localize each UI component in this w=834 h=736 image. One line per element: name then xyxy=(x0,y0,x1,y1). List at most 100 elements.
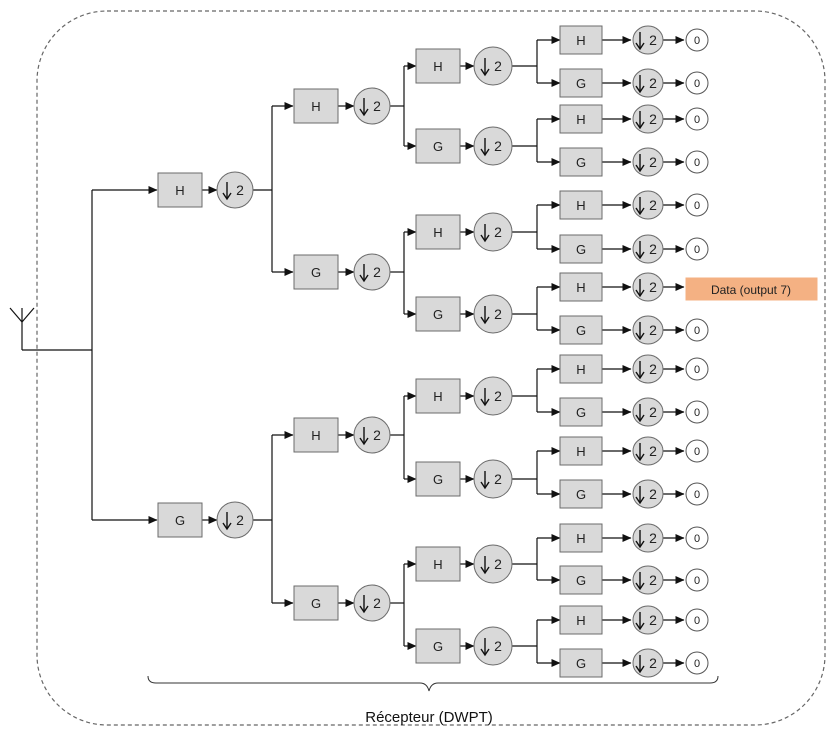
svg-text:0: 0 xyxy=(694,658,700,670)
g-filter-box: G xyxy=(415,628,461,664)
downsample-factor: 2 xyxy=(494,306,502,322)
g-filter-box: G xyxy=(559,315,603,345)
downsample-factor: 2 xyxy=(494,138,502,154)
downsample-circle: 2 xyxy=(632,104,664,134)
filter-label: H xyxy=(576,198,585,213)
filter-label: H xyxy=(433,557,442,572)
downsample-circle: 2 xyxy=(632,605,664,635)
data-output-box: Data (output 7) xyxy=(685,277,818,301)
h-filter-box: H xyxy=(559,523,603,553)
h-filter-box: H xyxy=(157,172,203,208)
svg-text:0: 0 xyxy=(694,533,700,545)
filter-label: H xyxy=(175,183,184,198)
data-output-label: Data (output 7) xyxy=(711,283,791,297)
zero-output: 0 xyxy=(685,150,709,174)
filter-label: H xyxy=(576,112,585,127)
downsample-circle: 2 xyxy=(473,544,513,584)
downsample-factor: 2 xyxy=(649,443,657,459)
downsample-factor: 2 xyxy=(494,471,502,487)
g-filter-box: G xyxy=(559,648,603,678)
svg-text:0: 0 xyxy=(694,364,700,376)
downsample-circle: 2 xyxy=(632,436,664,466)
g-filter-box: G xyxy=(293,254,339,290)
svg-text:0: 0 xyxy=(694,78,700,90)
downsample-factor: 2 xyxy=(373,595,381,611)
downsample-circle: 2 xyxy=(473,46,513,86)
filter-label: H xyxy=(576,444,585,459)
downsample-circle: 2 xyxy=(632,190,664,220)
g-filter-box: G xyxy=(415,296,461,332)
downsample-circle: 2 xyxy=(632,25,664,55)
downsample-factor: 2 xyxy=(649,111,657,127)
filter-label: G xyxy=(576,405,586,420)
filter-label: H xyxy=(311,99,320,114)
g-filter-box: G xyxy=(559,397,603,427)
zero-output: 0 xyxy=(685,193,709,217)
downsample-factor: 2 xyxy=(649,612,657,628)
downsample-circle: 2 xyxy=(632,565,664,595)
downsample-factor: 2 xyxy=(649,154,657,170)
g-filter-box: G xyxy=(559,565,603,595)
downsample-factor: 2 xyxy=(494,388,502,404)
zero-output: 0 xyxy=(685,608,709,632)
downsample-circle: 2 xyxy=(632,479,664,509)
downsample-circle: 2 xyxy=(632,397,664,427)
downsample-circle: 2 xyxy=(632,648,664,678)
svg-text:0: 0 xyxy=(694,244,700,256)
filter-label: G xyxy=(576,242,586,257)
downsample-circle: 2 xyxy=(353,87,391,125)
zero-output: 0 xyxy=(685,439,709,463)
svg-text:0: 0 xyxy=(694,615,700,627)
g-filter-box: G xyxy=(293,585,339,621)
downsample-factor: 2 xyxy=(649,241,657,257)
downsample-factor: 2 xyxy=(649,279,657,295)
g-filter-box: G xyxy=(559,68,603,98)
filter-label: G xyxy=(576,573,586,588)
svg-text:0: 0 xyxy=(694,446,700,458)
downsample-circle: 2 xyxy=(632,523,664,553)
h-filter-box: H xyxy=(415,214,461,250)
downsample-factor: 2 xyxy=(236,512,244,528)
downsample-circle: 2 xyxy=(473,376,513,416)
downsample-factor: 2 xyxy=(649,572,657,588)
zero-output: 0 xyxy=(685,107,709,131)
downsample-factor: 2 xyxy=(649,322,657,338)
filter-label: H xyxy=(433,225,442,240)
downsample-circle: 2 xyxy=(473,626,513,666)
downsample-circle: 2 xyxy=(473,212,513,252)
svg-text:0: 0 xyxy=(694,200,700,212)
filter-label: H xyxy=(311,428,320,443)
downsample-circle: 2 xyxy=(353,253,391,291)
g-filter-box: G xyxy=(415,128,461,164)
h-filter-box: H xyxy=(559,272,603,302)
h-filter-box: H xyxy=(559,354,603,384)
downsample-factor: 2 xyxy=(494,638,502,654)
antenna-icon xyxy=(9,307,92,351)
downsample-factor: 2 xyxy=(494,58,502,74)
h-filter-box: H xyxy=(293,417,339,453)
filter-label: H xyxy=(576,362,585,377)
downsample-circle: 2 xyxy=(632,68,664,98)
zero-output: 0 xyxy=(685,357,709,381)
filter-label: G xyxy=(433,639,443,654)
svg-text:0: 0 xyxy=(694,114,700,126)
receiver-caption: Récepteur (DWPT) xyxy=(365,709,493,726)
filter-label: G xyxy=(576,487,586,502)
downsample-factor: 2 xyxy=(494,224,502,240)
filter-label: G xyxy=(433,307,443,322)
filter-label: H xyxy=(576,280,585,295)
zero-output: 0 xyxy=(685,28,709,52)
zero-output: 0 xyxy=(685,568,709,592)
downsample-factor: 2 xyxy=(373,98,381,114)
downsample-circle: 2 xyxy=(473,126,513,166)
downsample-circle: 2 xyxy=(632,234,664,264)
g-filter-box: G xyxy=(559,147,603,177)
downsample-factor: 2 xyxy=(373,427,381,443)
filter-label: G xyxy=(576,323,586,338)
tree-connectors xyxy=(91,36,685,667)
downsample-factor: 2 xyxy=(649,655,657,671)
bottom-brace xyxy=(147,675,719,692)
downsample-circle: 2 xyxy=(473,459,513,499)
h-filter-box: H xyxy=(415,48,461,84)
